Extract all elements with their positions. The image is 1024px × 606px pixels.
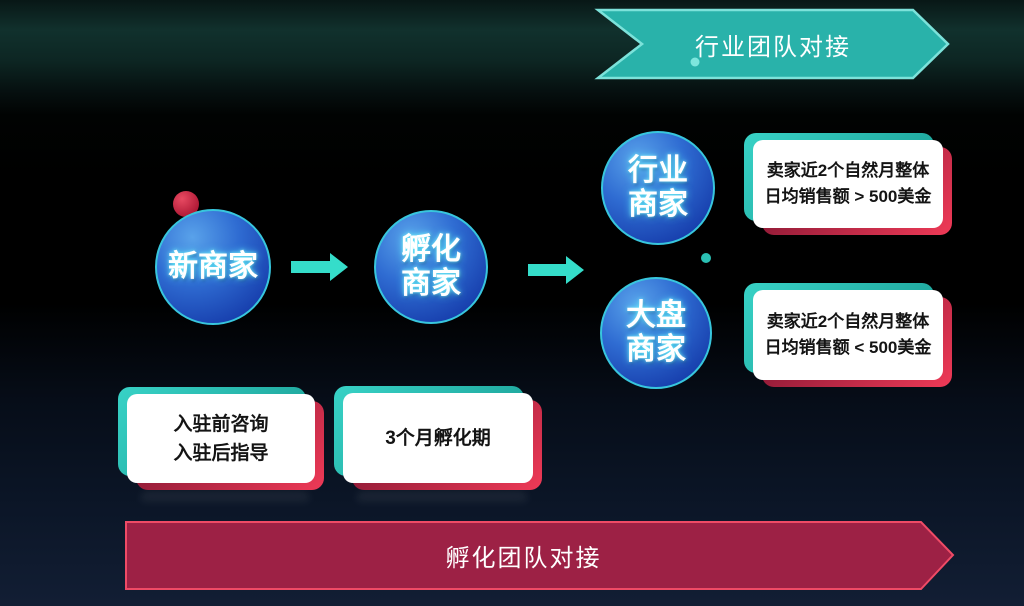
callout-text-line: 卖家近2个自然月整体 bbox=[766, 161, 930, 180]
node-new-merchant-label: 新商家 bbox=[168, 250, 258, 283]
bottom-banner-arrow bbox=[125, 521, 955, 590]
node-incubating-merchant-circle bbox=[374, 210, 488, 324]
callout-new-merchant-support: 入驻前咨询 入驻后指导 bbox=[118, 387, 324, 490]
flow-arrow-icon bbox=[291, 253, 348, 281]
callout-text-line: 日均销售额 < 500美金 bbox=[764, 338, 932, 357]
node-new-merchant-circle bbox=[155, 209, 271, 325]
callout-text-line: 入驻后指导 bbox=[173, 442, 269, 464]
teal-accent-dot bbox=[701, 253, 711, 263]
callout-card: 卖家近2个自然月整体 日均销售额 < 500美金 bbox=[753, 290, 943, 380]
node-incubating-merchant-label: 孵化 商家 bbox=[375, 211, 487, 323]
red-accent-dot bbox=[173, 191, 199, 217]
callout-text-line: 3个月孵化期 bbox=[385, 427, 491, 449]
flow-arrow-icon bbox=[528, 256, 584, 284]
callout-text-line: 入驻前咨询 bbox=[173, 413, 269, 435]
callout-card: 入驻前咨询 入驻后指导 bbox=[127, 394, 315, 483]
node-label-line: 孵化 bbox=[401, 233, 461, 266]
reflection bbox=[140, 492, 310, 506]
node-label-line: 商家 bbox=[626, 333, 686, 366]
callout-text-line: 卖家近2个自然月整体 bbox=[766, 312, 930, 331]
callout-industry-criteria: 卖家近2个自然月整体 日均销售额 > 500美金 bbox=[744, 133, 952, 235]
node-label-line: 商家 bbox=[628, 188, 688, 221]
callout-incubation-period: 3个月孵化期 bbox=[334, 386, 542, 490]
callout-text-line: 日均销售额 > 500美金 bbox=[764, 187, 932, 206]
node-general-merchant-label: 大盘 商家 bbox=[601, 278, 711, 388]
node-label-line: 行业 bbox=[628, 154, 688, 187]
callout-card: 3个月孵化期 bbox=[343, 393, 533, 483]
node-label-line: 商家 bbox=[401, 267, 461, 300]
callout-general-criteria: 卖家近2个自然月整体 日均销售额 < 500美金 bbox=[744, 283, 952, 387]
node-industry-merchant-circle bbox=[601, 131, 715, 245]
banner-bubble-dot bbox=[690, 57, 700, 67]
node-industry-merchant-label: 行业 商家 bbox=[602, 132, 714, 244]
callout-card: 卖家近2个自然月整体 日均销售额 > 500美金 bbox=[753, 140, 943, 228]
reflection bbox=[356, 492, 528, 506]
bottom-banner-label: 孵化团队对接 bbox=[445, 545, 602, 572]
node-general-merchant-circle bbox=[600, 277, 712, 389]
top-banner-label: 行业团队对接 bbox=[695, 33, 851, 61]
node-label-line: 大盘 bbox=[626, 299, 686, 332]
top-banner-arrow bbox=[594, 8, 950, 80]
